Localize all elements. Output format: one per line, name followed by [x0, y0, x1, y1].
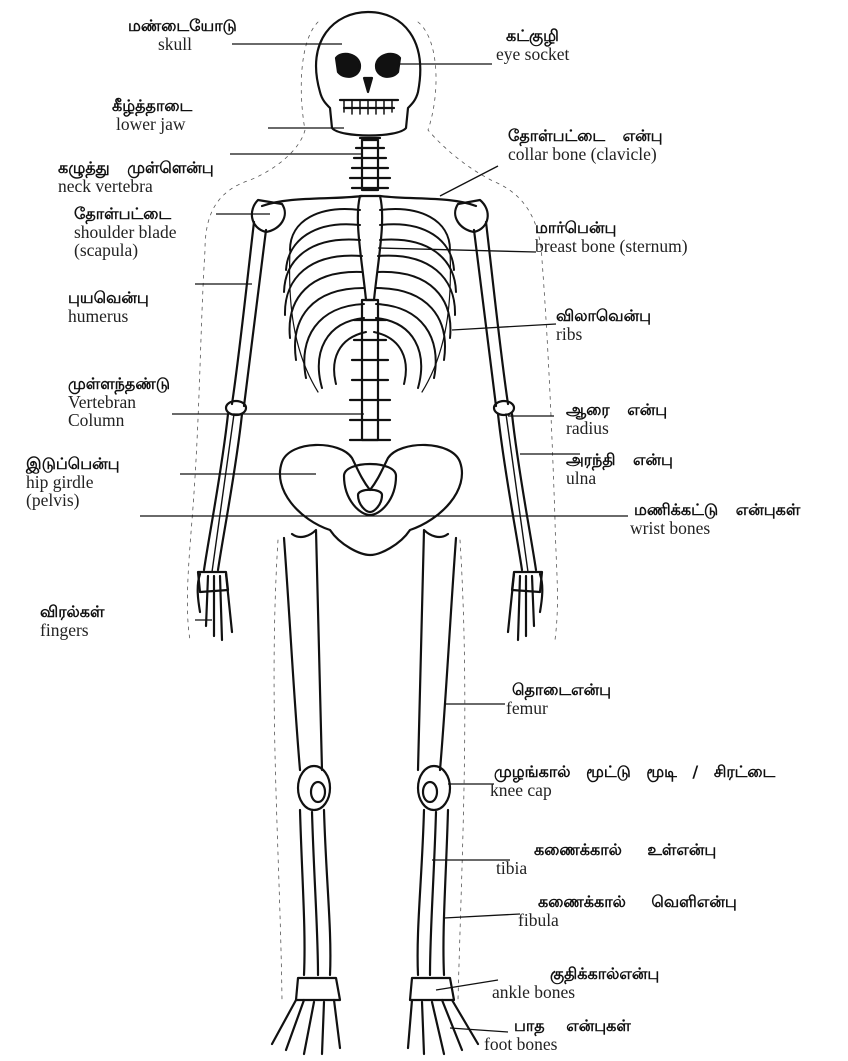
skull-tamil: மண்டையோடு [128, 18, 237, 35]
label-femur: தொடைஎன்பு femur [506, 682, 611, 717]
label-humerus: புயவென்பு humerus [68, 290, 149, 325]
label-shoulder-blade: தோள்பட்டை shoulder blade (scapula) [74, 206, 177, 260]
label-ribs: விலாவென்பு ribs [556, 308, 651, 343]
label-collar-bone: தோள்பட்டை என்பு collar bone (clavicle) [508, 128, 663, 163]
fibula-english: fibula [518, 911, 737, 929]
skull-english: skull [158, 35, 237, 53]
neck-vertebrae [350, 138, 390, 190]
tibia-tamil: கணைக்கால் உள்என்பு [534, 842, 716, 859]
wrist-bones-tamil: மணிக்கட்டு என்புகள் [634, 502, 800, 519]
label-ulna: அரந்தி என்பு ulna [566, 452, 673, 487]
body-outline [187, 22, 557, 640]
label-foot-bones: பாத என்புகள் foot bones [484, 1018, 631, 1053]
label-vertebral-column: முள்ளந்தண்டு Vertebran Column [68, 376, 170, 430]
eye-socket-english: eye socket [496, 45, 569, 63]
left-leg [272, 530, 340, 1054]
hip-girdle-tamil: இடுப்பென்பு [26, 456, 120, 473]
label-tibia: கணைக்கால் உள்என்பு tibia [496, 842, 716, 877]
vertebral-column [350, 300, 390, 440]
humerus-tamil: புயவென்பு [68, 290, 149, 307]
ulna-english: ulna [566, 469, 673, 487]
label-hip-girdle: இடுப்பென்பு hip girdle (pelvis) [26, 456, 120, 510]
lower-jaw-tamil: கீழ்த்தாடை [112, 98, 192, 115]
vertebral-column-english: Vertebran [68, 393, 170, 411]
lower-jaw-english: lower jaw [116, 115, 192, 133]
left-arm [198, 222, 266, 640]
knee-cap-tamil: முழங்கால் மூட்டு மூடி / சிரட்டை [494, 764, 775, 781]
label-eye-socket: கட்குழி eye socket [496, 28, 569, 63]
ankle-bones-tamil: குதிக்கால்என்பு [550, 966, 659, 983]
fingers-english: fingers [40, 621, 104, 639]
fingers-tamil: விரல்கள் [40, 604, 104, 621]
radius-tamil: ஆரை என்பு [566, 402, 667, 419]
hip-girdle-english-2: (pelvis) [26, 491, 120, 509]
radius-english: radius [566, 419, 667, 437]
neck-vertebra-english: neck vertebra [58, 177, 214, 195]
ribs-tamil: விலாவென்பு [556, 308, 651, 325]
skull-bone [316, 12, 420, 136]
right-leg [408, 530, 478, 1054]
right-arm [474, 222, 542, 640]
shoulder-blade-tamil: தோள்பட்டை [74, 206, 177, 223]
pelvis [280, 445, 462, 555]
ribs-english: ribs [556, 325, 651, 343]
knee-cap-english: knee cap [490, 781, 775, 799]
humerus-english: humerus [68, 307, 149, 325]
foot-bones-tamil: பாத என்புகள் [514, 1018, 631, 1035]
fibula-tamil: கணைக்கால் வெளிஎன்பு [538, 894, 737, 911]
ulna-tamil: அரந்தி என்பு [566, 452, 673, 469]
shoulder-blade-english: shoulder blade [74, 223, 177, 241]
label-knee-cap: முழங்கால் மூட்டு மூடி / சிரட்டை knee cap [490, 764, 775, 799]
ankle-bones-english: ankle bones [492, 983, 659, 1001]
eye-socket-tamil: கட்குழி [506, 28, 569, 45]
breast-bone-tamil: மார்பென்பு [535, 220, 688, 237]
hip-girdle-english: hip girdle [26, 473, 120, 491]
label-lower-jaw: கீழ்த்தாடை lower jaw [110, 98, 192, 133]
label-fibula: கணைக்கால் வெளிஎன்பு fibula [518, 894, 737, 929]
clavicle-right [380, 196, 476, 206]
label-radius: ஆரை என்பு radius [566, 402, 667, 437]
vertebral-column-english-2: Column [68, 411, 170, 429]
tibia-english: tibia [496, 859, 716, 877]
femur-english: femur [506, 699, 611, 717]
vertebral-column-tamil: முள்ளந்தண்டு [68, 376, 170, 393]
foot-bones-english: foot bones [484, 1035, 631, 1053]
label-skull: மண்டையோடு skull [128, 18, 237, 53]
collar-bone-english: collar bone (clavicle) [508, 145, 663, 163]
shoulder-blade-english-2: (scapula) [74, 241, 177, 259]
label-fingers: விரல்கள் fingers [40, 604, 104, 639]
wrist-bones-english: wrist bones [630, 519, 800, 537]
label-ankle-bones: குதிக்கால்என்பு ankle bones [492, 966, 659, 1001]
neck-vertebra-tamil: கழுத்து முள்ளென்பு [58, 160, 214, 177]
label-wrist-bones: மணிக்கட்டு என்புகள் wrist bones [630, 502, 800, 537]
label-neck-vertebra: கழுத்து முள்ளென்பு neck vertebra [58, 160, 214, 195]
label-breast-bone: மார்பென்பு breast bone (sternum) [535, 220, 688, 255]
femur-tamil: தொடைஎன்பு [512, 682, 611, 699]
collar-bone-tamil: தோள்பட்டை என்பு [508, 128, 663, 145]
breast-bone-english: breast bone (sternum) [535, 237, 688, 255]
clavicle-left [262, 196, 362, 206]
